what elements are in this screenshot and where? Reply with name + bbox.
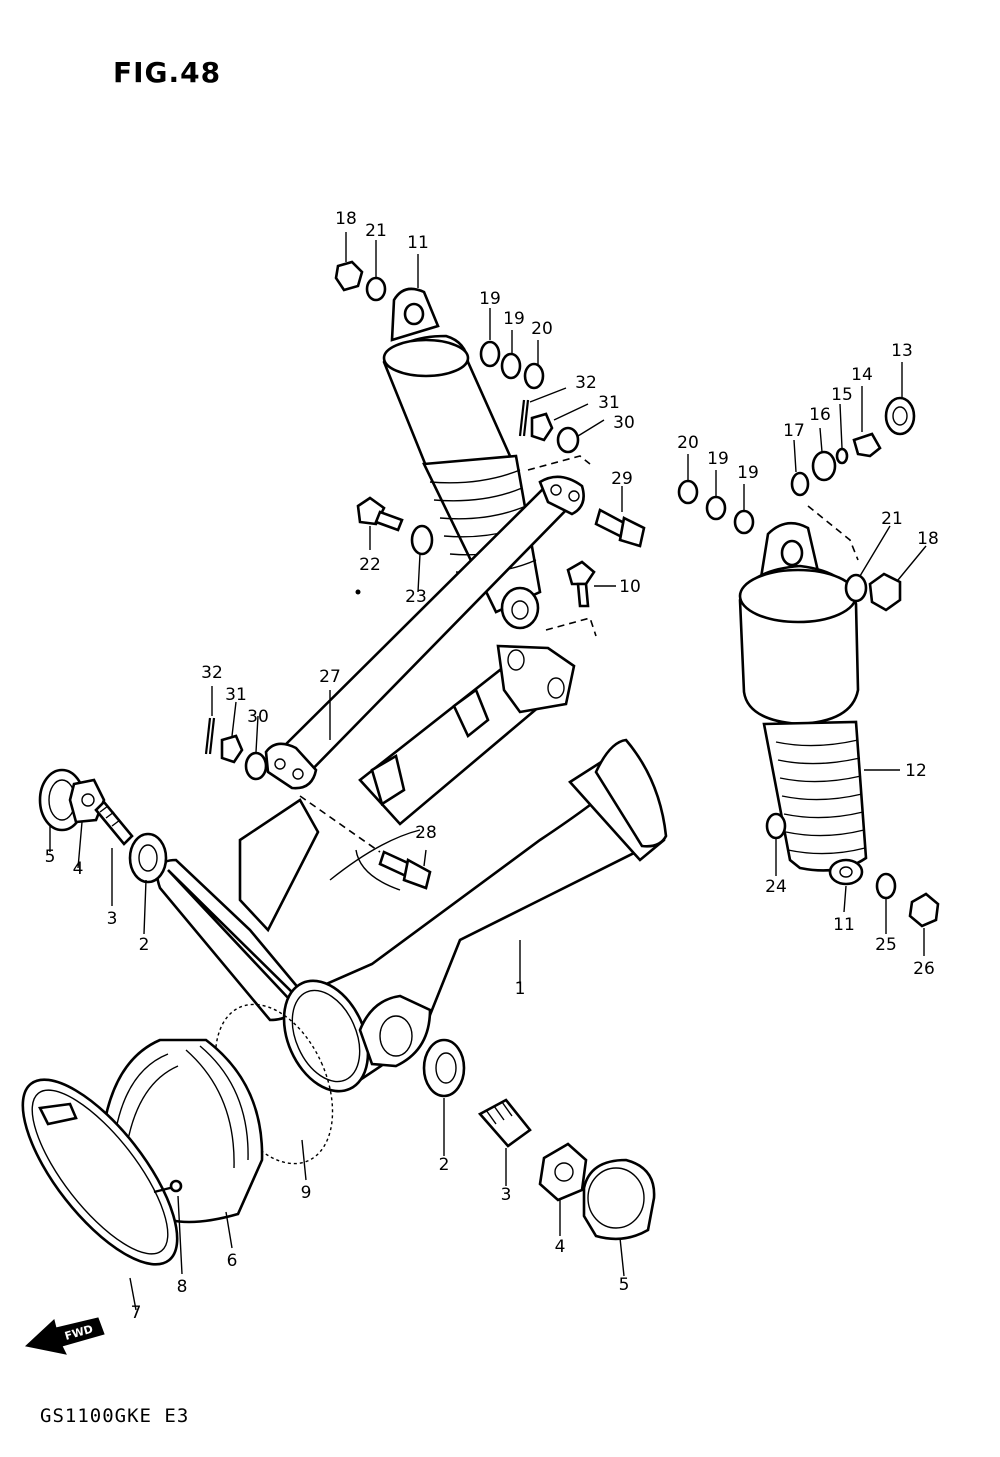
callout-13: 13 xyxy=(891,341,913,361)
callout-20: 20 xyxy=(677,433,699,453)
callout-8: 8 xyxy=(177,1277,188,1297)
callout-23: 23 xyxy=(405,587,427,607)
callout-18: 18 xyxy=(917,529,939,549)
callout-6: 6 xyxy=(227,1251,238,1271)
callout-26: 26 xyxy=(913,959,935,979)
callout-5: 5 xyxy=(619,1275,630,1295)
swing-arm xyxy=(155,738,668,1093)
callout-19: 19 xyxy=(503,309,525,329)
callout-2: 2 xyxy=(439,1155,450,1175)
callout-15: 15 xyxy=(831,385,853,405)
callout-19: 19 xyxy=(479,289,501,309)
callout-3: 3 xyxy=(501,1185,512,1205)
callout-17: 17 xyxy=(783,421,805,441)
brake-torque-link xyxy=(358,644,576,826)
callout-1: 1 xyxy=(515,979,526,999)
torque-rod xyxy=(264,475,585,790)
boot-assembly xyxy=(21,1003,334,1266)
callout-12: 12 xyxy=(905,761,927,781)
callout-32: 32 xyxy=(575,373,597,393)
callout-21: 21 xyxy=(881,509,903,529)
callout-25: 25 xyxy=(875,935,897,955)
callout-30: 30 xyxy=(247,707,269,727)
fwd-arrow: FWD xyxy=(24,1317,105,1355)
callout-22: 22 xyxy=(359,555,381,575)
leader-lines xyxy=(49,232,927,1311)
callout-4: 4 xyxy=(555,1237,566,1257)
callout-9: 9 xyxy=(301,1183,312,1203)
callout-11: 11 xyxy=(833,915,855,935)
callout-32: 32 xyxy=(201,663,223,683)
callout-27: 27 xyxy=(319,667,341,687)
left-pivot-parts xyxy=(38,768,168,884)
small-hardware xyxy=(204,260,940,928)
callout-31: 31 xyxy=(225,685,247,705)
callout-11: 11 xyxy=(407,233,429,253)
callout-21: 21 xyxy=(365,221,387,241)
right-shock-absorber xyxy=(738,521,868,886)
figure-title: FIG.48 xyxy=(113,56,222,89)
callout-18: 18 xyxy=(335,209,357,229)
callout-24: 24 xyxy=(765,877,787,897)
callout-20: 20 xyxy=(531,319,553,339)
callout-28: 28 xyxy=(415,823,437,843)
callout-29: 29 xyxy=(611,469,633,489)
callout-5: 5 xyxy=(45,847,56,867)
right-pivot-parts xyxy=(422,1038,656,1241)
assembly-lines xyxy=(299,455,859,853)
callout-10: 10 xyxy=(619,577,641,597)
callout-3: 3 xyxy=(107,909,118,929)
left-shock-absorber xyxy=(382,287,542,630)
callout-30: 30 xyxy=(613,413,635,433)
callout-7: 7 xyxy=(131,1303,142,1323)
callout-2: 2 xyxy=(139,935,150,955)
callout-19: 19 xyxy=(707,449,729,469)
model-code: GS1100GKE E3 xyxy=(40,1405,190,1427)
callout-16: 16 xyxy=(809,405,831,425)
callout-14: 14 xyxy=(851,365,873,385)
callout-4: 4 xyxy=(73,859,84,879)
callout-19: 19 xyxy=(737,463,759,483)
callout-31: 31 xyxy=(598,393,620,413)
